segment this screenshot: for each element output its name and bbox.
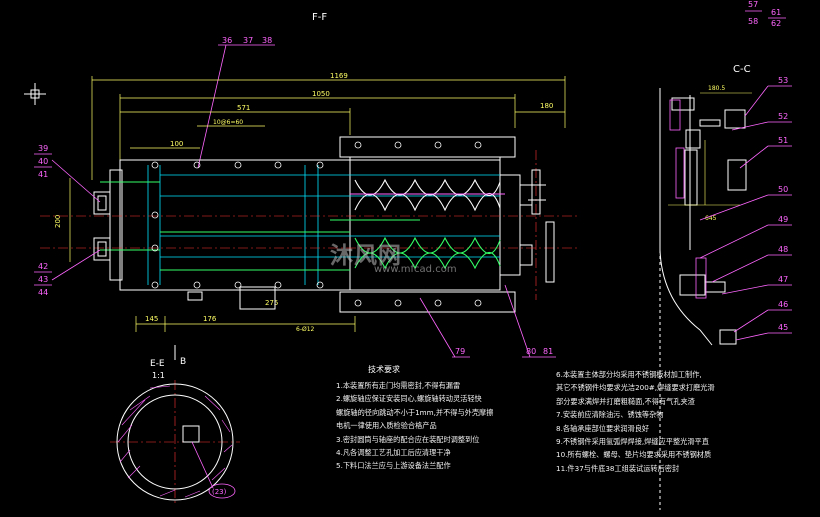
dim-d11: 6-Ø12 (296, 326, 315, 333)
left-callouts: 39 40 41 42 43 44 (34, 144, 101, 297)
note-line: 4.凡各调整工艺孔加工后应清理干净 (336, 448, 451, 458)
dim-cc1: 180.5 (708, 85, 725, 92)
callout-80: 80 (526, 347, 536, 356)
corner-callouts: 57 58 61 62 (745, 0, 786, 28)
watermark-brand: 沐风网 (330, 243, 402, 269)
right-callouts: 53 52 51 50 49 48 47 46 45 (699, 76, 792, 341)
note-line: 8.各轴承座部位要求润滑良好 (556, 423, 650, 433)
dim-ee-callout: (23) (212, 488, 227, 496)
cc-section-hatching (669, 99, 707, 299)
notes-left-column: 1.本装置所有走门均需密封,不得有漏雷 2.螺旋轴应保证安装同心,螺旋轴转动灵活… (336, 379, 493, 473)
dim-d8: 145 (145, 315, 158, 323)
dim-d10: 275 (265, 299, 278, 307)
callout-43: 43 (38, 275, 48, 284)
ee-callout-leader: (23) (191, 441, 236, 499)
callout-45: 45 (778, 323, 788, 332)
callout-41: 41 (38, 170, 48, 179)
crosshair-cursor-icon (24, 83, 46, 105)
top-callouts: 36 37 38 (197, 36, 275, 169)
note-line: 电机一律使用入质检验合格产品 (336, 421, 437, 431)
dim-d4: 10@6=60 (213, 119, 243, 126)
callout-36: 36 (222, 36, 232, 45)
callout-62: 62 (771, 19, 781, 28)
dim-d2: 1050 (312, 90, 330, 98)
callout-51: 51 (778, 136, 788, 145)
bottom-callouts: 79 80 81 (419, 284, 556, 358)
dim-cc2: 645 (705, 215, 717, 222)
note-line: 7.安装前应清除油污、锈蚀等杂物 (556, 410, 664, 420)
callout-50: 50 (778, 185, 788, 194)
callout-57: 57 (748, 0, 758, 9)
callout-46: 46 (778, 300, 788, 309)
callout-44: 44 (38, 288, 48, 297)
screw-auger (350, 178, 505, 270)
section-cc-label: C-C (733, 64, 751, 75)
callout-48: 48 (778, 245, 788, 254)
ee-hatching (117, 385, 233, 498)
callout-40: 40 (38, 157, 48, 166)
note-line: 其它不锈钢件均要求光洁200#,焊缝要求打磨光滑 (556, 383, 715, 393)
right-sprocket (528, 169, 555, 283)
dim-d3: 571 (237, 104, 250, 112)
section-ff-label: F-F (312, 12, 327, 23)
note-line: 部分要求满焊并打磨粗糙面,不得有气孔夹渣 (556, 396, 695, 406)
callout-81: 81 (543, 347, 553, 356)
note-line: 11.件37与件底38工组装试运转后密封 (556, 463, 680, 473)
section-cc-view (659, 88, 747, 510)
dim-d9: 176 (203, 315, 217, 323)
housing-body (109, 136, 533, 313)
callout-52: 52 (778, 112, 788, 121)
watermark-url: www.mfcad.com (374, 264, 457, 275)
dim-d5: 180 (540, 102, 553, 110)
note-line: 螺旋轴的径向跳动不小于1mm,并不得与外壳摩擦 (336, 407, 494, 417)
watermark-logo: 沐风网 www.mfcad.com (330, 236, 457, 275)
section-ee-view (116, 383, 234, 501)
inner-shaft-lines (147, 165, 500, 285)
callout-53: 53 (778, 76, 788, 85)
notes-right-column: 6.本装置主体部分均采用不锈钢板材加工制作, 其它不锈钢件均要求光洁200#,焊… (556, 368, 715, 475)
notes-title: 技术要求 (368, 365, 400, 374)
left-bearing-ends (93, 191, 276, 310)
section-ee-label: E-E (150, 359, 165, 369)
note-line: 5.下料口法兰应与上游设备法兰配作 (336, 461, 451, 471)
view-b-label: B (180, 357, 186, 367)
callout-79: 79 (455, 347, 465, 356)
top-dimensions (69, 76, 566, 332)
callout-61: 61 (771, 8, 781, 17)
housing-bolts (151, 141, 482, 307)
callout-38: 38 (262, 36, 272, 45)
callout-47: 47 (778, 275, 788, 284)
callout-39: 39 (38, 144, 48, 153)
note-line: 3.密封圆筒与轴座的配合应在装配时调整到位 (336, 434, 480, 444)
dim-d7: 100 (170, 140, 183, 148)
note-line: 6.本装置主体部分均采用不锈钢板材加工制作, (556, 370, 702, 379)
note-line: 9.不锈钢件采用氩弧焊焊接,焊缝应平整光滑平直 (556, 437, 709, 447)
callout-58: 58 (748, 17, 758, 26)
note-line: 1.本装置所有走门均需密封,不得有漏雷 (336, 381, 461, 390)
callout-49: 49 (778, 215, 788, 224)
section-ee-scale: 1:1 (152, 371, 165, 380)
callout-42: 42 (38, 262, 48, 271)
dim-overall: 1169 (330, 72, 348, 80)
dim-d6: 200 (54, 215, 62, 228)
center-lines (40, 150, 580, 505)
cc-dimensions (668, 92, 752, 206)
note-line: 10.所有螺栓、螺母、垫片均要求采用不锈钢材质 (556, 450, 712, 460)
callout-37: 37 (243, 36, 253, 45)
note-line: 2.螺旋轴应保证安装同心,螺旋轴转动灵活轻快 (336, 394, 482, 404)
